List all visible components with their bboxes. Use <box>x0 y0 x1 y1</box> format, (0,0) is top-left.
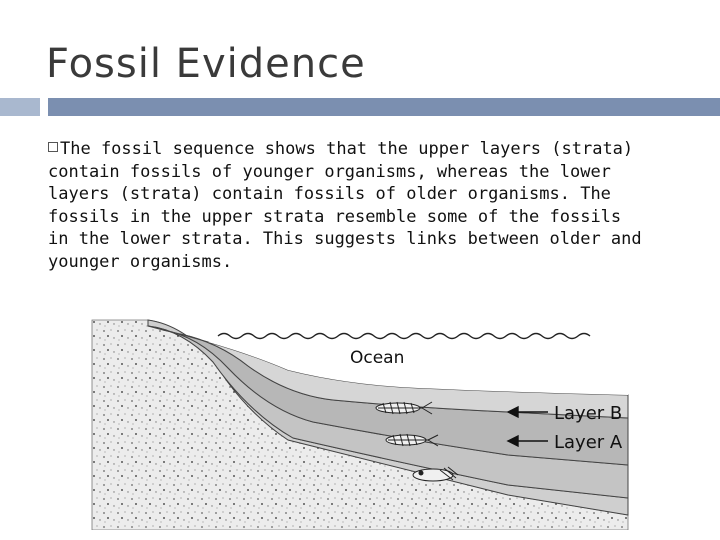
bullet-text: The fossil sequence shows that the upper… <box>48 139 642 272</box>
ocean-label: Ocean <box>350 348 404 368</box>
strata-diagram: Ocean Layer B Layer A <box>88 300 644 530</box>
fossil-layer-a <box>412 466 459 482</box>
layer-b-arrow <box>506 405 548 419</box>
layer-a-label: Layer A <box>554 432 623 453</box>
ocean-surface-wave <box>217 332 591 340</box>
title-divider-right <box>48 98 720 116</box>
layer-a-arrow <box>506 434 548 448</box>
fossil-middle <box>385 433 439 447</box>
slide-title: Fossil Evidence <box>46 41 366 87</box>
ocean-water <box>208 340 628 395</box>
title-divider-left <box>0 98 40 116</box>
layer-b-label: Layer B <box>554 403 622 424</box>
fossil-layer-b <box>375 401 433 415</box>
bullet-icon <box>48 142 58 152</box>
bullet-paragraph: The fossil sequence shows that the upper… <box>48 138 648 273</box>
